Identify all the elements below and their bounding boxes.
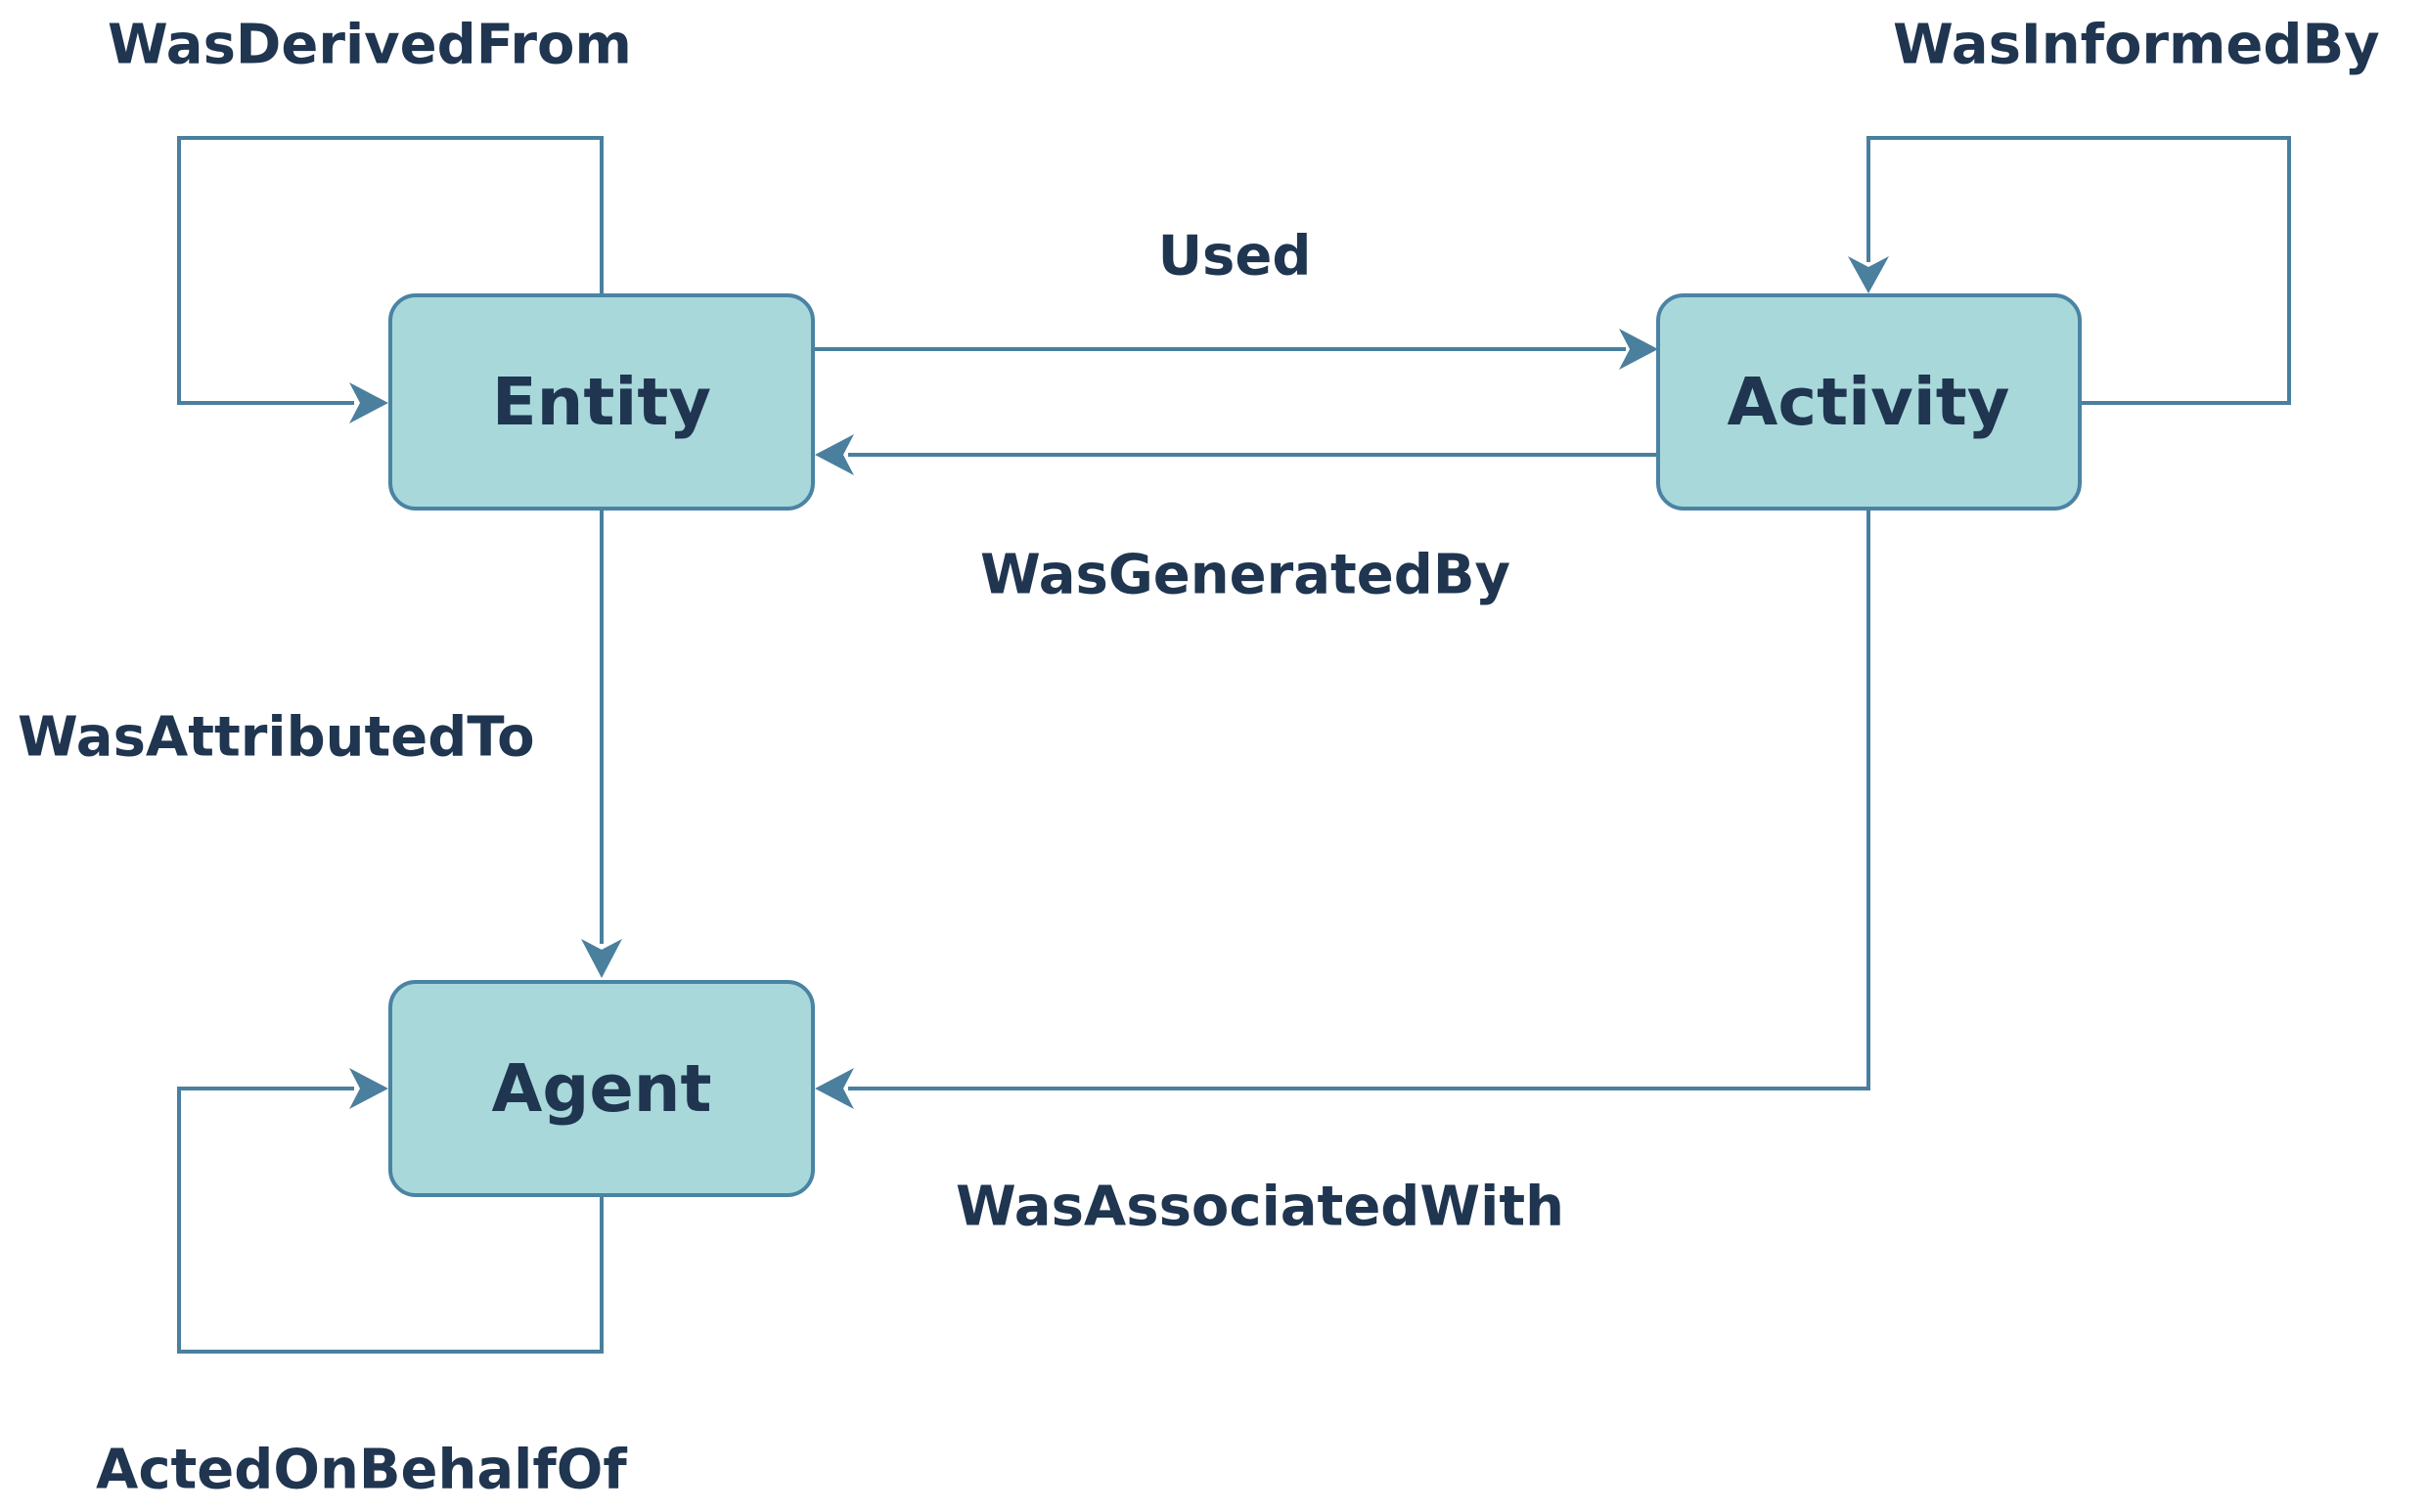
label-was-informed-by: WasInformedBy	[1893, 14, 2380, 77]
node-entity[interactable]: Entity	[388, 293, 815, 511]
label-was-associated-with: WasAssociatedWith	[956, 1176, 1564, 1239]
edge-was-informed-by	[1848, 136, 2291, 405]
node-agent[interactable]: Agent	[388, 980, 815, 1197]
node-entity-label: Entity	[492, 364, 711, 440]
label-acted-on-behalf-of: ActedOnBehalfOf	[96, 1439, 627, 1502]
edge-was-derived-from	[177, 136, 604, 423]
edge-was-generated-by	[815, 434, 1658, 475]
node-agent-label: Agent	[492, 1050, 712, 1127]
edge-was-associated-with	[815, 509, 1870, 1109]
label-was-attributed-to: WasAttributedTo	[18, 706, 535, 770]
label-was-derived-from: WasDerivedFrom	[108, 14, 632, 77]
label-used: Used	[1158, 225, 1312, 289]
edge-acted-on-behalf-of	[177, 1068, 604, 1354]
label-was-generated-by: WasGeneratedBy	[980, 544, 1510, 607]
edge-used	[813, 329, 1658, 370]
edge-was-attributed-to	[581, 509, 622, 978]
node-activity-label: Activity	[1728, 364, 2010, 440]
node-activity[interactable]: Activity	[1656, 293, 2082, 511]
